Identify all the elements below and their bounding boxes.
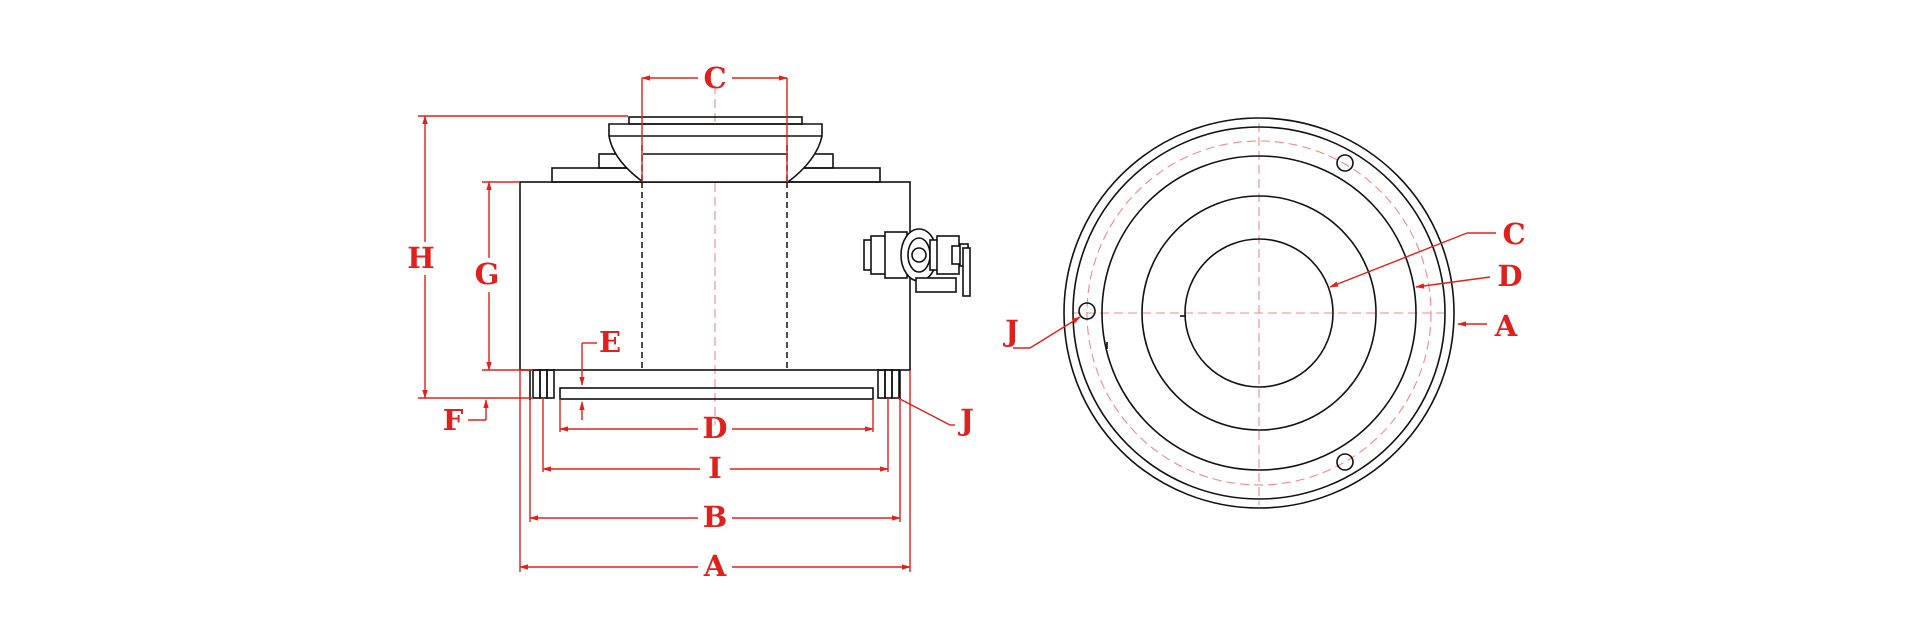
top-view: C D A J: [1002, 117, 1526, 509]
top-dim-c-arrow: [1329, 232, 1468, 288]
mount-hole-bottom-right: [1336, 453, 1354, 471]
side-label-g: G: [475, 257, 500, 291]
top-dim-d-leader: [1415, 276, 1491, 289]
mount-hole-top-right: [1336, 154, 1354, 172]
base-plate: [559, 387, 874, 400]
mount-hole-left: [1078, 302, 1096, 320]
side-label-h: H: [407, 241, 434, 275]
top-label-d: D: [1497, 259, 1522, 293]
side-view: C H G E F D J I: [407, 61, 974, 583]
circle-b: [1072, 126, 1446, 500]
circle-saddle-outer: [1141, 195, 1377, 431]
bolt-circle: [1086, 140, 1432, 486]
outer-circle-a: [1063, 117, 1455, 509]
top-label-c: C: [1502, 217, 1525, 251]
side-label-a: A: [703, 549, 727, 583]
side-label-i: I: [708, 451, 722, 485]
dim-j-leader: [897, 397, 951, 426]
side-label-d: D: [702, 411, 727, 445]
plunger-saddle: [608, 123, 823, 183]
side-label-c: C: [703, 61, 726, 95]
side-label-b: B: [703, 500, 728, 534]
left-foot: [532, 369, 555, 399]
coupler-fitting: [863, 228, 971, 297]
side-label-f: F: [443, 403, 464, 437]
saddle-cap: [628, 116, 803, 125]
side-label-e: E: [599, 325, 621, 359]
top-label-a: A: [1494, 309, 1518, 343]
circle-d: [1101, 155, 1417, 471]
top-label-j: J: [1002, 314, 1019, 348]
circle-c: [1184, 238, 1334, 388]
side-label-j: J: [957, 403, 974, 437]
right-foot: [877, 369, 900, 399]
top-dim-j-leader: [1029, 316, 1081, 349]
